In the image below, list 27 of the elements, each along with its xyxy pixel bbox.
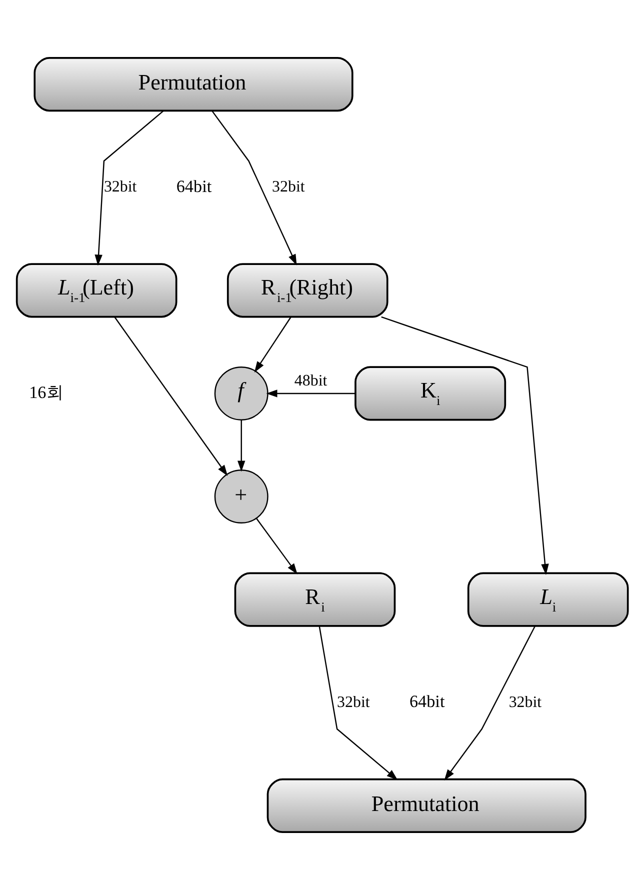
arrow	[212, 110, 297, 265]
edge-label: 32bit	[272, 178, 305, 196]
node-box: Permutation	[266, 778, 586, 832]
node-box: L$_{i}$	[467, 572, 629, 626]
arrow	[381, 316, 549, 575]
node-box: R$_{i-1}$(Right)	[226, 262, 388, 318]
arrow	[238, 420, 246, 472]
node-box: R$_{i}$	[234, 572, 396, 626]
arrow	[254, 316, 292, 372]
arrow	[256, 518, 298, 574]
node-box: Permutation	[34, 56, 354, 112]
arrow	[114, 316, 228, 476]
label: 16회	[29, 382, 64, 402]
edge-label: 32bit	[508, 693, 542, 710]
edge-label: 48bit	[294, 372, 328, 389]
node-circle: f	[214, 366, 268, 420]
arrow	[318, 626, 398, 780]
edge-label: 32bit	[337, 693, 370, 710]
node-circle: +	[214, 469, 268, 524]
arrow	[444, 625, 536, 780]
node-box: L$_{i-1}$(Left)	[16, 262, 178, 318]
arrow	[266, 389, 356, 397]
label: 64bit	[409, 692, 445, 711]
node-box: K$_{i}$	[354, 366, 506, 420]
label: 64bit	[176, 176, 212, 196]
arrow	[94, 110, 164, 266]
edge-label: 32bit	[104, 178, 137, 196]
